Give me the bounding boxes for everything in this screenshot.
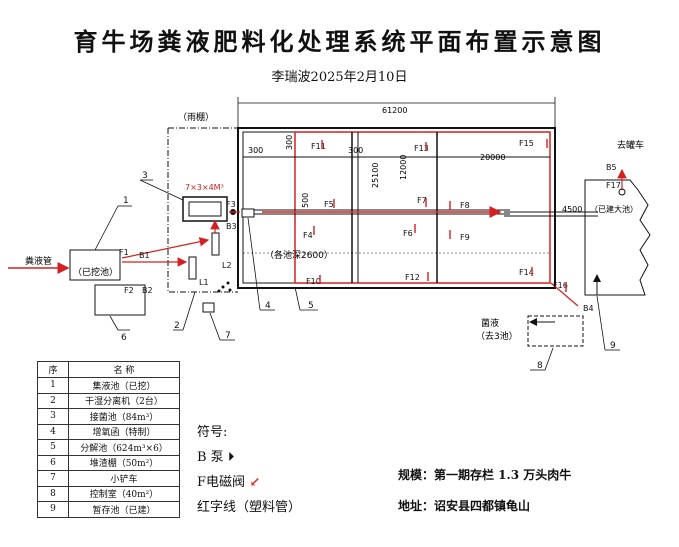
valve-F1: F1 <box>119 248 129 257</box>
inoc-size-label: 7×3×4M³ <box>185 183 224 192</box>
to-truck-label: 去罐车 <box>617 139 644 151</box>
valve-F13: F13 <box>414 144 429 153</box>
control-room <box>527 315 584 347</box>
pipe-loop <box>294 131 551 284</box>
valve-F6: F6 <box>403 229 413 238</box>
inoculation-tank <box>182 196 228 222</box>
pump-B2: B2 <box>142 286 153 295</box>
separator-1 <box>188 256 197 280</box>
valve-F3: F3 <box>226 200 236 209</box>
dim-300c: 300 <box>285 135 294 150</box>
symbol-valve: F电磁阀 ↙ <box>197 475 261 490</box>
pump-B1: B1 <box>139 251 150 260</box>
dim-500: 500 <box>301 193 310 208</box>
pool-depth-note: （各池深2600） <box>265 249 333 261</box>
dim-20000: 20000 <box>480 153 505 162</box>
pit-label: （已挖池） <box>73 266 118 278</box>
dim-300a: 300 <box>248 146 263 155</box>
symbol-key: 符号: B 泵 ⏵ F电磁阀 ↙ 红字线（塑料管） <box>197 420 301 520</box>
valve-F14: F14 <box>519 268 534 277</box>
callout-1: 1 <box>123 196 129 206</box>
decomposition-pool-outline <box>237 127 556 289</box>
callout-4: 4 <box>265 301 271 311</box>
pump-B4: B4 <box>583 304 594 313</box>
valve-F16: F16 <box>553 281 568 290</box>
residue-shed <box>94 284 146 316</box>
built-pool-label: （已建大池） <box>590 204 638 214</box>
sep-L1: L1 <box>199 278 209 287</box>
canopy-outline <box>167 127 238 293</box>
valve-F7: F7 <box>417 196 427 205</box>
legend-header-no: 序 <box>37 361 69 378</box>
valve-F17: F17 <box>606 181 621 190</box>
valve-F12: F12 <box>405 273 420 282</box>
callout-8: 8 <box>537 361 543 371</box>
author-date: 李瑞波2025年2月10日 <box>271 70 408 85</box>
dim-25100: 25100 <box>371 163 380 188</box>
valve-F2: F2 <box>124 286 134 295</box>
valve-F11: F11 <box>311 142 326 151</box>
valve-F15: F15 <box>519 139 534 148</box>
diagram-title: 育牛场粪液肥料化处理系统平面布置示意图 <box>73 27 606 56</box>
project-address: 地址：诏安县四都镇龟山 <box>398 499 531 513</box>
valve-F10: F10 <box>306 277 321 286</box>
symbol-redline: 红字线（塑料管） <box>197 500 302 515</box>
valve-F9: F9 <box>460 233 470 242</box>
callout-9: 9 <box>610 341 616 351</box>
callout-2: 2 <box>174 321 180 331</box>
pump-B5: B5 <box>606 163 617 172</box>
dim-61200: 61200 <box>382 106 407 115</box>
dim-12000: 12000 <box>399 155 408 180</box>
legend-header-name: 名 称 <box>68 361 180 378</box>
dim-4500: 4500 <box>562 205 582 214</box>
callout-7: 7 <box>225 331 231 341</box>
symbol-pump: B 泵 ⏵ <box>197 450 235 465</box>
dim-300b: 300 <box>348 146 363 155</box>
valve-F5: F5 <box>324 200 334 209</box>
canopy-label: （雨棚） <box>178 111 214 123</box>
callout-3: 3 <box>142 171 148 181</box>
pump-B3: B3 <box>226 222 237 231</box>
valve-F4: F4 <box>303 231 313 240</box>
valve-F8: F8 <box>460 201 470 210</box>
sep-L2: L2 <box>222 261 232 270</box>
symbol-title: 符号: <box>197 425 228 440</box>
bacteria-label: 菌液 <box>481 317 499 329</box>
separator-2 <box>211 232 220 256</box>
storage-pool <box>584 179 651 296</box>
feces-pipe-label: 粪液管 <box>25 255 52 267</box>
bacteria-to-label: （去3池） <box>476 330 518 342</box>
project-scale: 规模：第一期存栏 1.3 万头肉牛 <box>398 468 572 482</box>
callout-6: 6 <box>121 333 127 343</box>
callout-5: 5 <box>308 301 314 311</box>
